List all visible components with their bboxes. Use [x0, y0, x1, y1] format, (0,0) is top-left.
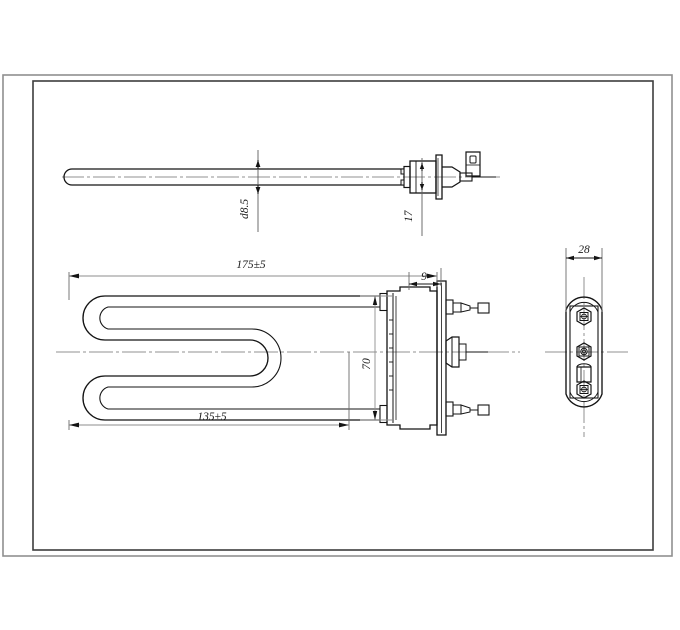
dimension-label-17: 17 [403, 209, 415, 222]
front-view-collars [379, 292, 388, 424]
front-view-terminal-lower [445, 401, 490, 417]
dimension-label-9: 9 [421, 271, 427, 283]
side-view-terminal-nut-lower [576, 380, 592, 399]
dimension-28: 28 [565, 244, 603, 312]
dimension-d8-5: d8.5 [239, 150, 261, 232]
dimension-135: 135±5 [68, 352, 350, 430]
top-view-group: d8.5 17 [62, 150, 500, 236]
side-view-ground-nut [576, 342, 592, 361]
side-view-terminal-nut-upper [576, 307, 592, 326]
dimension-label-28: 28 [578, 244, 590, 256]
front-view-flange-plate [436, 280, 447, 436]
dimension-label-135: 135±5 [197, 411, 227, 423]
front-view-terminal-upper [445, 299, 490, 315]
top-view-flange [409, 154, 443, 200]
side-view-flange-outline [565, 296, 603, 408]
side-view-group: 28 [545, 244, 628, 437]
dimension-17: 17 [403, 158, 425, 236]
front-view-flange-body [386, 286, 438, 430]
sheet-borders [2, 74, 673, 557]
top-view-tube-outline [63, 168, 404, 186]
heating-element-inner-path [99, 306, 380, 410]
front-view-group: 175±5 135±5 9 [56, 259, 520, 436]
dimension-9: 9 [408, 268, 442, 290]
dimension-label-175: 175±5 [236, 259, 266, 271]
side-view-sensor-pocket [576, 363, 592, 383]
dimension-label-d8-5: d8.5 [239, 199, 251, 219]
top-view-terminal-tab [465, 151, 481, 177]
dimension-label-70: 70 [361, 358, 373, 370]
front-view-ground-nut [445, 336, 488, 368]
dimension-70: 70 [360, 295, 392, 421]
outer-border [2, 74, 673, 557]
heating-element-outer-path [82, 295, 380, 421]
inner-border [32, 80, 654, 551]
